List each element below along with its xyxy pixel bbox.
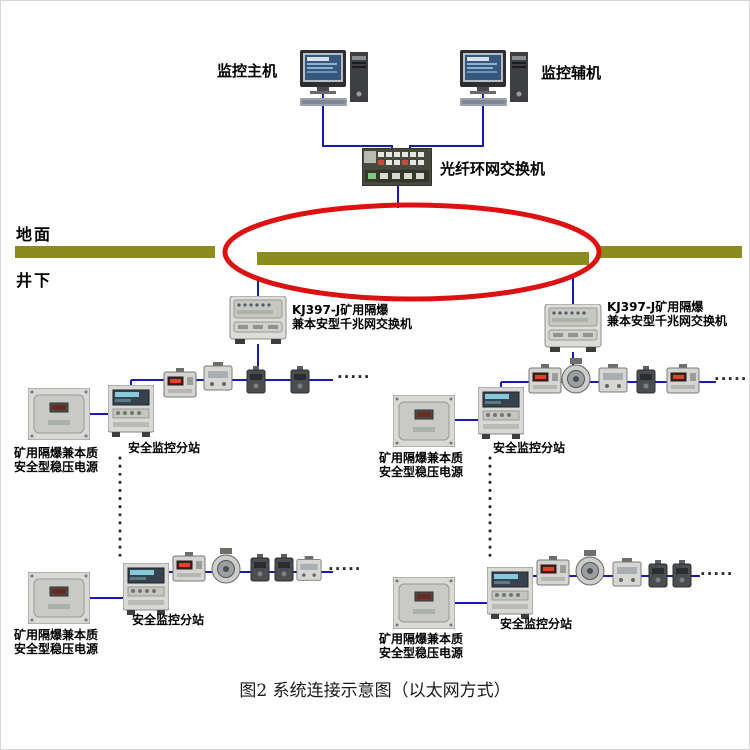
power-supply-label: 矿用隔爆兼本质 安全型稳压电源: [14, 628, 98, 656]
display-sensor-icon: [528, 364, 562, 394]
monitoring-substation-icon: [478, 387, 524, 439]
power-supply-label: 矿用隔爆兼本质 安全型稳压电源: [379, 451, 463, 479]
row-ellipsis: ·····: [714, 370, 748, 388]
mine-switch-right-label-line1: KJ397-J矿用隔爆: [607, 300, 704, 314]
plain-box-sensor-icon: [203, 362, 233, 391]
power-supply-label-line2: 安全型稳压电源: [379, 465, 464, 479]
figure-caption: 图2 系统连接示意图（以太网方式）: [239, 681, 511, 701]
underground-label: 井下: [16, 271, 53, 290]
mine-switch-left-label: KJ397-J矿用隔爆 兼本安型千兆网交换机: [292, 303, 412, 331]
substation-label: 安全监控分站: [132, 613, 205, 627]
gauge-sensor-icon: [575, 550, 605, 586]
power-supply-box-icon: [28, 388, 90, 440]
monitoring-substation-icon: [487, 567, 533, 619]
power-supply-label-line2: 安全型稳压电源: [379, 646, 464, 660]
aux-host-label: 监控辅机: [541, 64, 602, 82]
substation-label: 安全监控分站: [493, 441, 566, 455]
row-ellipsis: ·····: [700, 565, 734, 583]
fiber-ring-switch-icon: [362, 148, 432, 186]
mine-switch-left-label-line1: KJ397-J矿用隔爆: [292, 303, 389, 317]
gauge-sensor-icon: [211, 548, 241, 584]
mine-switch-right-label: KJ397-J矿用隔爆 兼本安型千兆网交换机: [607, 300, 727, 328]
power-supply-label-line2: 安全型稳压电源: [14, 460, 99, 474]
main-host-label: 监控主机: [217, 62, 278, 80]
small-dark-sensor-icon: [672, 560, 692, 588]
small-dark-sensor-icon: [636, 366, 656, 394]
small-dark-sensor-icon: [290, 366, 310, 394]
display-sensor-icon: [172, 552, 206, 582]
substation-label: 安全监控分站: [500, 617, 573, 631]
mine-switch-right-label-line2: 兼本安型千兆网交换机: [607, 314, 728, 328]
monitoring-substation-icon: [123, 563, 169, 615]
power-supply-box-icon: [393, 395, 455, 447]
small-dark-sensor-icon: [274, 554, 294, 582]
power-supply-label-line1: 矿用隔爆兼本质: [14, 628, 99, 642]
power-supply-label-line1: 矿用隔爆兼本质: [14, 446, 99, 460]
plain-box-sensor-icon: [612, 558, 642, 587]
mine-flameproof-switch-icon: [544, 304, 602, 352]
ring-switch-label: 光纤环网交换机: [440, 160, 546, 178]
display-sensor-icon: [163, 368, 197, 398]
power-supply-label: 矿用隔爆兼本质 安全型稳压电源: [14, 446, 98, 474]
plain-box-sensor-icon: [296, 556, 322, 581]
row-ellipsis: ·····: [328, 560, 362, 578]
power-supply-label-line2: 安全型稳压电源: [14, 642, 99, 656]
computer-icon: [300, 50, 368, 106]
plain-box-sensor-icon: [598, 364, 628, 393]
power-supply-box-icon: [393, 577, 455, 629]
gauge-sensor-icon: [561, 358, 591, 394]
power-supply-label-line1: 矿用隔爆兼本质: [379, 632, 464, 646]
ground-surface-bars: [15, 246, 742, 265]
continuation-dotted-lines: [118, 456, 492, 564]
display-sensor-icon: [666, 364, 700, 394]
small-dark-sensor-icon: [246, 366, 266, 394]
display-sensor-icon: [536, 556, 570, 586]
power-supply-label: 矿用隔爆兼本质 安全型稳压电源: [379, 632, 463, 660]
small-dark-sensor-icon: [250, 554, 270, 582]
mine-flameproof-switch-icon: [229, 296, 287, 344]
computer-icon: [460, 50, 528, 106]
small-dark-sensor-icon: [648, 560, 668, 588]
row-ellipsis: ·····: [337, 368, 371, 386]
fiber-ring-ellipse: [222, 202, 602, 302]
mine-switch-left-label-line2: 兼本安型千兆网交换机: [292, 317, 413, 331]
power-supply-box-icon: [28, 572, 90, 624]
ground-label: 地面: [16, 225, 53, 244]
monitoring-substation-icon: [108, 385, 154, 437]
power-supply-label-line1: 矿用隔爆兼本质: [379, 451, 464, 465]
substation-label: 安全监控分站: [128, 441, 201, 455]
